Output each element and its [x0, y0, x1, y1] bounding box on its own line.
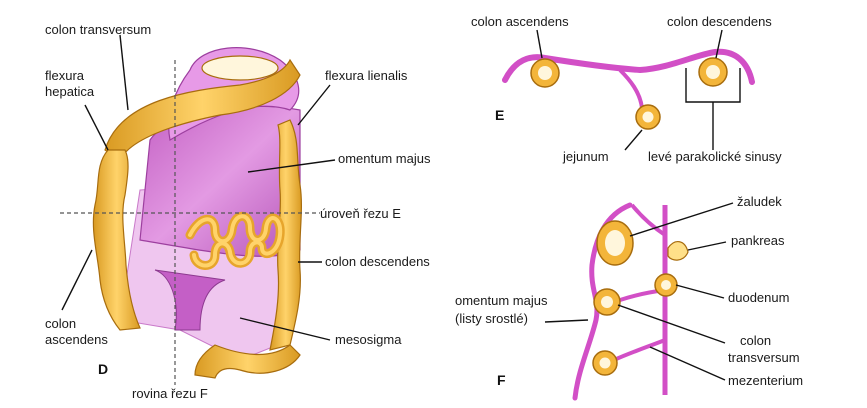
- colon-transversum-opening: [201, 55, 279, 81]
- pankreas-shape: [667, 241, 689, 261]
- label-flexura-hepatica-line2: hepatica: [45, 84, 95, 99]
- label-rovina-rezu-f: rovina řezu F: [132, 386, 208, 401]
- label-colon-transversum-f-line2: transversum: [728, 350, 800, 365]
- panel-letter-e: E: [495, 107, 504, 123]
- jejunum-lumen: [642, 111, 654, 123]
- colon-descendens-lumen-e: [706, 65, 720, 79]
- label-mezenterium: mezenterium: [728, 373, 803, 388]
- panel-d-illustration: [60, 47, 320, 385]
- panel-f-illustration: [572, 202, 689, 401]
- stomach-mesentery: [630, 203, 667, 237]
- colon-descendens-shape: [269, 119, 302, 351]
- label-mesosigma: mesosigma: [335, 332, 402, 347]
- small-intestine-lumen-f: [599, 357, 611, 369]
- mesosigma-shape: [154, 269, 226, 331]
- label-colon-descendens-e: colon descendens: [667, 14, 772, 29]
- label-pankreas: pankreas: [731, 233, 785, 248]
- posterior-wall-membrane: [502, 48, 755, 85]
- colon-transversum-lumen: [601, 296, 613, 308]
- label-uroven-rezu-e: úroveň řezu E: [320, 206, 401, 221]
- zaludek-lumen: [605, 230, 625, 256]
- label-colon-descendens-d: colon descendens: [325, 254, 430, 269]
- colon-ascendens-lumen: [538, 66, 552, 80]
- colon-transversum-shape: [104, 58, 301, 161]
- mezenterium-shape: [613, 338, 666, 362]
- panel-letter-f: F: [497, 372, 506, 388]
- label-omentum-majus-f-line1: omentum majus: [455, 293, 548, 308]
- panel-e-illustration: [502, 48, 755, 130]
- label-omentum-majus-d: omentum majus: [338, 151, 431, 166]
- label-colon-ascendens-line2: ascendens: [45, 332, 108, 347]
- colon-ascendens-shape: [92, 149, 141, 331]
- label-flexura-hepatica-line1: flexura: [45, 68, 85, 83]
- label-jejunum-e: jejunum: [562, 149, 609, 164]
- jejunum-loops-outline: [188, 214, 283, 268]
- label-zaludek: žaludek: [737, 194, 782, 209]
- label-colon-ascendens-e: colon ascendens: [471, 14, 569, 29]
- sigmoid-colon-shape: [194, 344, 301, 379]
- label-colon-transversum-d: colon transversum: [45, 22, 151, 37]
- label-duodenum: duodenum: [728, 290, 789, 305]
- label-flexura-lienalis: flexura lienalis: [325, 68, 408, 83]
- jejunum-mesentery: [618, 68, 644, 109]
- label-omentum-majus-f-line2: (listy srostlé): [455, 311, 528, 326]
- label-colon-transversum-f-line1: colon: [740, 333, 771, 348]
- duodenum-lumen: [661, 280, 671, 290]
- label-colon-ascendens-line1: colon: [45, 316, 76, 331]
- panel-letter-d: D: [98, 361, 108, 377]
- label-leve-parakolicke-sinusy: levé parakolické sinusy: [648, 149, 782, 164]
